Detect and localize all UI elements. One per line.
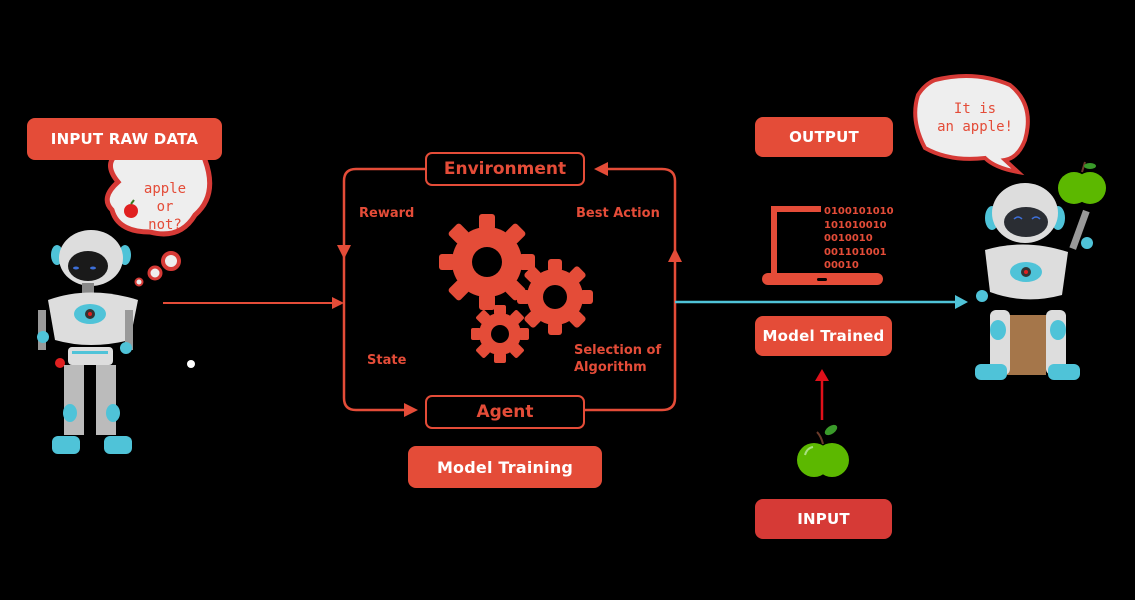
agent-arrowhead-icon	[404, 403, 418, 417]
gear-medium-icon	[517, 259, 593, 335]
best-action-label: Best Action	[576, 206, 660, 221]
speech-line-2: an apple!	[937, 119, 1013, 135]
action-arrowhead-icon	[668, 248, 682, 262]
selection-line-1: Selection of	[574, 343, 662, 358]
input-arrowhead-icon	[332, 297, 344, 309]
gears-icon	[439, 214, 593, 363]
red-apple-icon	[124, 199, 138, 218]
green-apple-icon	[797, 424, 849, 477]
dot-marker	[187, 360, 195, 368]
reward-label: Reward	[359, 206, 415, 221]
input-label: INPUT	[755, 499, 892, 539]
agent-box: Agent	[425, 395, 585, 429]
state-label: State	[367, 353, 407, 368]
input-up-arrowhead-icon	[815, 369, 829, 381]
thought-line-2: or	[156, 199, 174, 215]
binary-line: 0010010	[824, 233, 873, 244]
thought-line-1: apple	[143, 181, 187, 197]
model-trained-label: Model Trained	[755, 316, 892, 356]
model-training-label: Model Training	[408, 446, 602, 488]
output-arrowhead-icon	[955, 295, 968, 309]
binary-output: 0100101010 101010010 0010010 001101001 0…	[824, 205, 894, 273]
laptop-icon	[762, 206, 883, 285]
robot-left-icon	[37, 230, 138, 454]
input-raw-data-label: INPUT RAW DATA	[27, 118, 222, 160]
binary-line: 101010010	[824, 219, 887, 231]
speech-line-1: It is	[953, 101, 997, 117]
env-arrowhead-icon	[594, 162, 608, 176]
gear-large-icon	[439, 214, 535, 310]
thought-bubble-text: apple or not?	[130, 180, 200, 234]
rl-cycle-loop	[342, 167, 677, 412]
selection-line-2: Algorithm	[574, 360, 647, 375]
binary-line: 001101001	[824, 246, 887, 258]
selection-of-algorithm-label: Selection of Algorithm	[574, 342, 661, 376]
thought-line-3: not?	[148, 217, 182, 233]
environment-box: Environment	[425, 152, 585, 186]
gear-small-icon	[471, 305, 529, 363]
speech-bubble-text: It is an apple!	[930, 100, 1020, 136]
green-apple-held-icon	[1058, 161, 1106, 204]
loop-left-path	[342, 167, 425, 412]
binary-line: 00010	[824, 260, 859, 271]
output-label: OUTPUT	[755, 117, 893, 157]
speech-bubble	[913, 74, 1030, 176]
robot-right-icon	[975, 161, 1106, 380]
binary-line: 0100101010	[824, 206, 894, 217]
reward-arrowhead-icon	[337, 245, 351, 259]
loop-right-path	[585, 167, 677, 412]
